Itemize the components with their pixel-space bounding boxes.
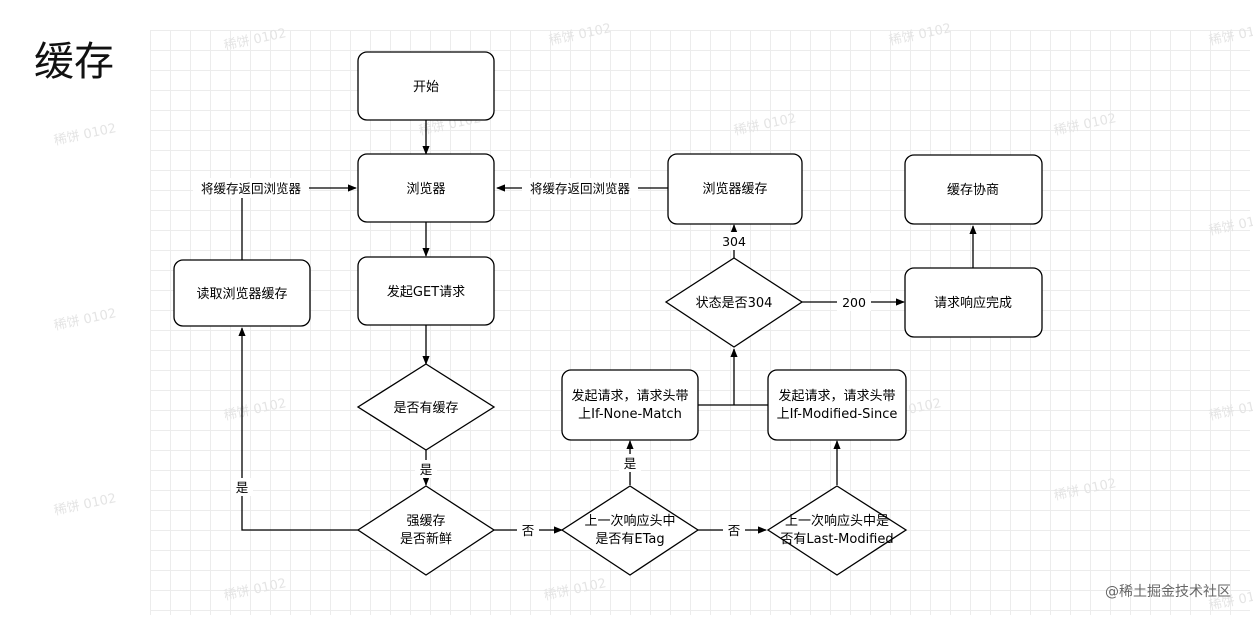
svg-text:缓存协商: 缓存协商	[947, 183, 999, 198]
watermark: 稀饼 0102	[733, 111, 798, 139]
svg-text:读取浏览器缓存: 读取浏览器缓存	[196, 286, 287, 302]
watermark: 稀饼 0102	[223, 396, 288, 424]
label-200: 200	[842, 295, 866, 310]
watermark: 稀饼 0102	[53, 306, 118, 334]
svg-text:是否有ETag: 是否有ETag	[595, 532, 664, 547]
node-has-cache: 是否有缓存	[356, 363, 496, 451]
watermark: 稀饼 0102	[223, 26, 288, 54]
watermark: 稀饼 0102	[548, 21, 613, 49]
page-title: 缓存	[34, 39, 114, 85]
svg-text:状态是否304: 状态是否304	[696, 296, 773, 311]
svg-text:发起请求，请求头带: 发起请求，请求头带	[571, 388, 688, 404]
node-read-cache: 读取浏览器缓存	[173, 259, 311, 327]
label-no-etag: 否	[728, 523, 741, 538]
label-return-left: 将缓存返回浏览器	[201, 181, 302, 196]
svg-text:否有Last-Modified: 否有Last-Modified	[780, 532, 893, 547]
watermark: 稀饼 0102	[543, 576, 608, 604]
node-etag-check: 上一次响应头中 是否有ETag	[560, 485, 700, 576]
node-request-done: 请求响应完成	[904, 267, 1043, 338]
watermark: 稀饼 0102	[1053, 476, 1118, 504]
source-credit: @稀土掘金技术社区	[1105, 584, 1231, 600]
watermark: 稀饼 0102	[1208, 21, 1253, 49]
watermark: 稀饼 0102	[1208, 211, 1253, 239]
node-start: 开始	[357, 51, 495, 121]
svg-text:浏览器: 浏览器	[406, 181, 445, 197]
node-browser-cache: 浏览器缓存	[667, 153, 803, 225]
svg-text:发起请求，请求头带: 发起请求，请求头带	[778, 388, 895, 404]
watermark: 稀饼 0102	[888, 21, 953, 49]
svg-text:上一次响应头中: 上一次响应头中	[584, 513, 675, 529]
svg-text:请求响应完成: 请求响应完成	[934, 295, 1012, 311]
watermark: 稀饼 0102	[53, 491, 118, 519]
nodes: 开始 浏览器 发起GET请求 是否有缓存 强缓存 是否新鲜 读取浏览器缓存 上一…	[173, 51, 1043, 576]
svg-text:开始: 开始	[413, 80, 439, 95]
edge-labels: 将缓存返回浏览器 将缓存返回浏览器 是 是 否 是 否 304 200	[193, 178, 871, 539]
label-yes-etag: 是	[624, 456, 637, 471]
node-status-304: 状态是否304	[664, 257, 804, 348]
node-negotiate-cache: 缓存协商	[904, 154, 1043, 225]
svg-text:上If-None-Match: 上If-None-Match	[578, 407, 682, 422]
label-return-mid: 将缓存返回浏览器	[530, 181, 631, 196]
svg-text:是否有缓存: 是否有缓存	[393, 401, 458, 416]
svg-text:发起GET请求: 发起GET请求	[387, 284, 465, 300]
node-browser: 浏览器	[357, 153, 495, 223]
node-last-modified-check: 上一次响应头中是 否有Last-Modified	[766, 485, 908, 576]
svg-text:强缓存: 强缓存	[406, 514, 445, 529]
watermark: 稀饼 0102	[1053, 111, 1118, 139]
watermark: 稀饼 0102	[223, 576, 288, 604]
node-send-get: 发起GET请求	[357, 256, 495, 326]
label-yes-fresh: 是	[236, 480, 249, 495]
svg-text:浏览器缓存: 浏览器缓存	[702, 181, 767, 197]
watermark: 稀饼 0102	[53, 121, 118, 149]
label-yes-hascache: 是	[420, 462, 433, 477]
watermark: 稀饼 0102	[1208, 396, 1253, 424]
label-no-fresh: 否	[522, 523, 535, 538]
node-strong-cache: 强缓存 是否新鲜	[356, 485, 496, 576]
edge-strong-readcache	[238, 327, 358, 531]
svg-text:是否新鲜: 是否新鲜	[400, 531, 452, 547]
node-send-if-none-match: 发起请求，请求头带 上If-None-Match	[561, 369, 699, 441]
label-304: 304	[722, 234, 746, 249]
svg-text:上一次响应头中是: 上一次响应头中是	[785, 513, 889, 529]
svg-text:上If-Modified-Since: 上If-Modified-Since	[777, 407, 898, 422]
node-send-if-modified-since: 发起请求，请求头带 上If-Modified-Since	[767, 369, 907, 441]
edge-readcache-browser	[241, 184, 357, 260]
